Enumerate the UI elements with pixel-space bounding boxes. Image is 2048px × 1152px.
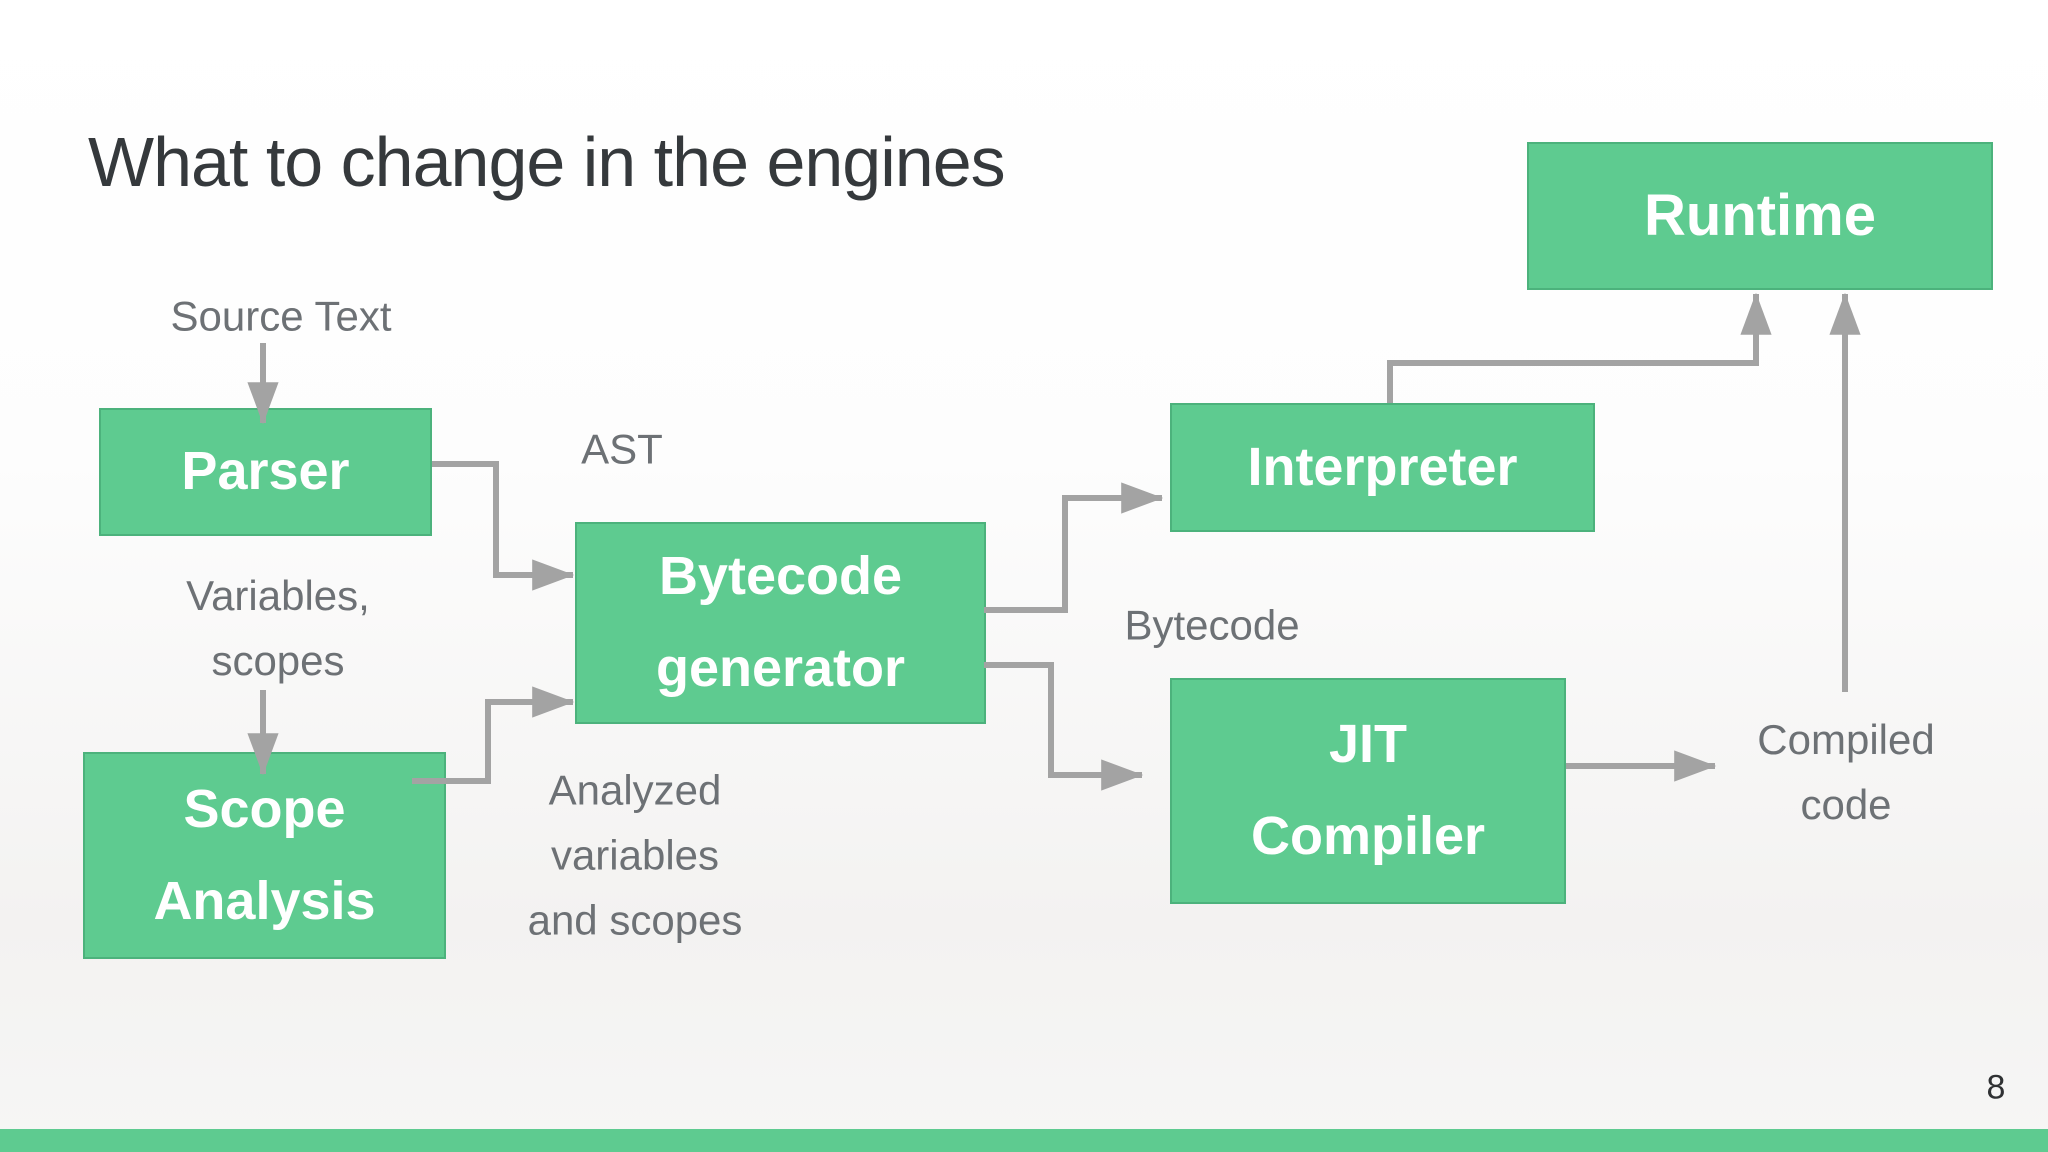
node-scope-analysis: Scope Analysis bbox=[83, 752, 446, 959]
label-compiled-code: Compiled code bbox=[1757, 715, 1935, 828]
node-bytecode-generator: Bytecode generator bbox=[575, 522, 986, 724]
footer-accent-bar bbox=[0, 1129, 2048, 1152]
label-variables-scopes: Variables, scopes bbox=[186, 571, 370, 684]
arrow-parser-to-bytecode-generator bbox=[432, 461, 575, 591]
label-analyzed-variables: Analyzed variables and scopes bbox=[527, 766, 743, 944]
node-parser: Parser bbox=[99, 408, 432, 536]
label-bytecode: Bytecode bbox=[1124, 601, 1300, 649]
arrow-bytecode-generator-to-jit-compiler bbox=[984, 662, 1144, 791]
arrow-interpreter-to-runtime bbox=[1387, 292, 1772, 403]
slide-title: What to change in the engines bbox=[88, 123, 1006, 201]
label-ast: AST bbox=[581, 425, 663, 473]
node-interpreter: Interpreter bbox=[1170, 403, 1595, 532]
page-number: 8 bbox=[1986, 1068, 2006, 1107]
node-runtime: Runtime bbox=[1527, 142, 1993, 290]
label-source-text: Source Text bbox=[170, 292, 392, 340]
node-jit-compiler: JIT Compiler bbox=[1170, 678, 1566, 904]
